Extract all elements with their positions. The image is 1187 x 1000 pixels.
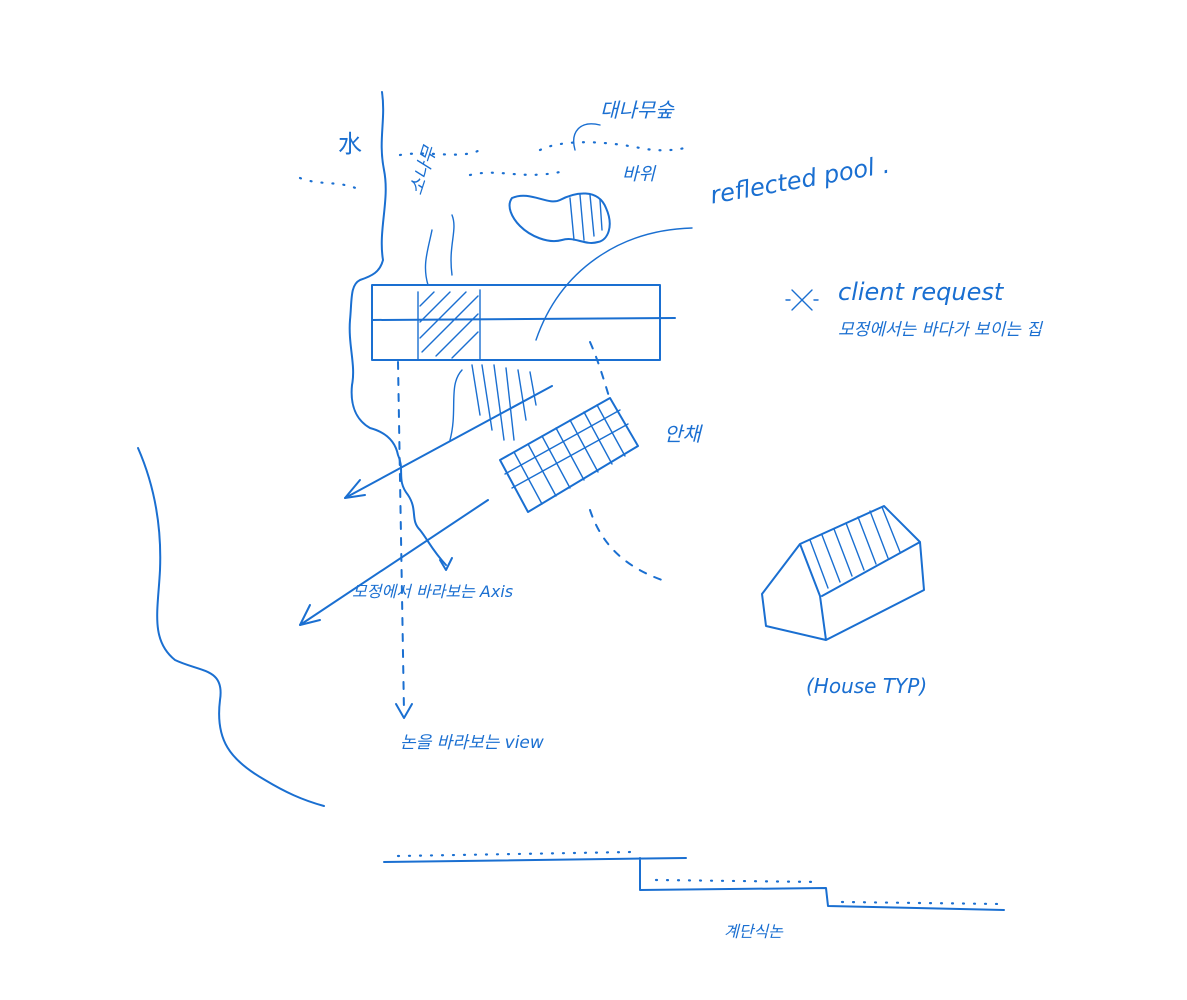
pine-stroke (424, 229, 433, 286)
rock-label: 바위 (622, 164, 656, 185)
pool-hatch (569, 194, 603, 241)
stream-line (348, 91, 447, 566)
terrace-section (383, 857, 1005, 911)
annex-label: 안채 (664, 422, 701, 446)
axis-arrow-upper (344, 385, 553, 499)
axis-arrow-lower (299, 499, 489, 626)
pool-dashed-curve (589, 341, 611, 401)
axis-label: 모정에서 바라보는 Axis (352, 582, 514, 601)
house-roof-hatch (809, 506, 901, 589)
bamboo-dots (538, 141, 687, 152)
client-note: 모정에서는 바다가 보이는 집 (838, 320, 1042, 340)
pine-curve (450, 214, 455, 276)
annex-dashed-curve (589, 509, 663, 581)
axis-arrow-upper-head (344, 479, 366, 499)
main-building (371, 284, 661, 361)
client-request-icon (785, 289, 819, 311)
view-dashed-line (397, 361, 405, 713)
annex-hatch (504, 404, 629, 505)
water-label: 水 (338, 130, 362, 158)
forest-dots-a (398, 148, 482, 157)
annex-building (499, 397, 639, 513)
pool-leader (535, 227, 693, 341)
view-label: 논을 바라보는 view (400, 733, 544, 753)
client-request-mark: ※ (770, 290, 771, 291)
house-typ-label: (House TYP) (806, 674, 928, 698)
reflected-pool-shape (508, 192, 611, 244)
terrace-ticks (396, 850, 1002, 906)
view-arrowhead (395, 703, 413, 719)
axis-arrow-lower-head (299, 604, 321, 626)
client-request-label: client request (838, 278, 1004, 306)
shadow-hatch (471, 364, 537, 441)
bamboo-label: 대나무숲 (600, 98, 674, 122)
terraced-field-label: 계단식논 (724, 922, 783, 941)
shoreline (137, 447, 325, 807)
forest-dots-c (468, 170, 562, 177)
rock-leader (573, 123, 601, 151)
forest-dots-b (298, 176, 362, 192)
house-sketch (761, 505, 925, 641)
main-building-hatch (419, 291, 479, 359)
stream-arrowhead (439, 557, 453, 571)
tree-curve (449, 369, 463, 441)
